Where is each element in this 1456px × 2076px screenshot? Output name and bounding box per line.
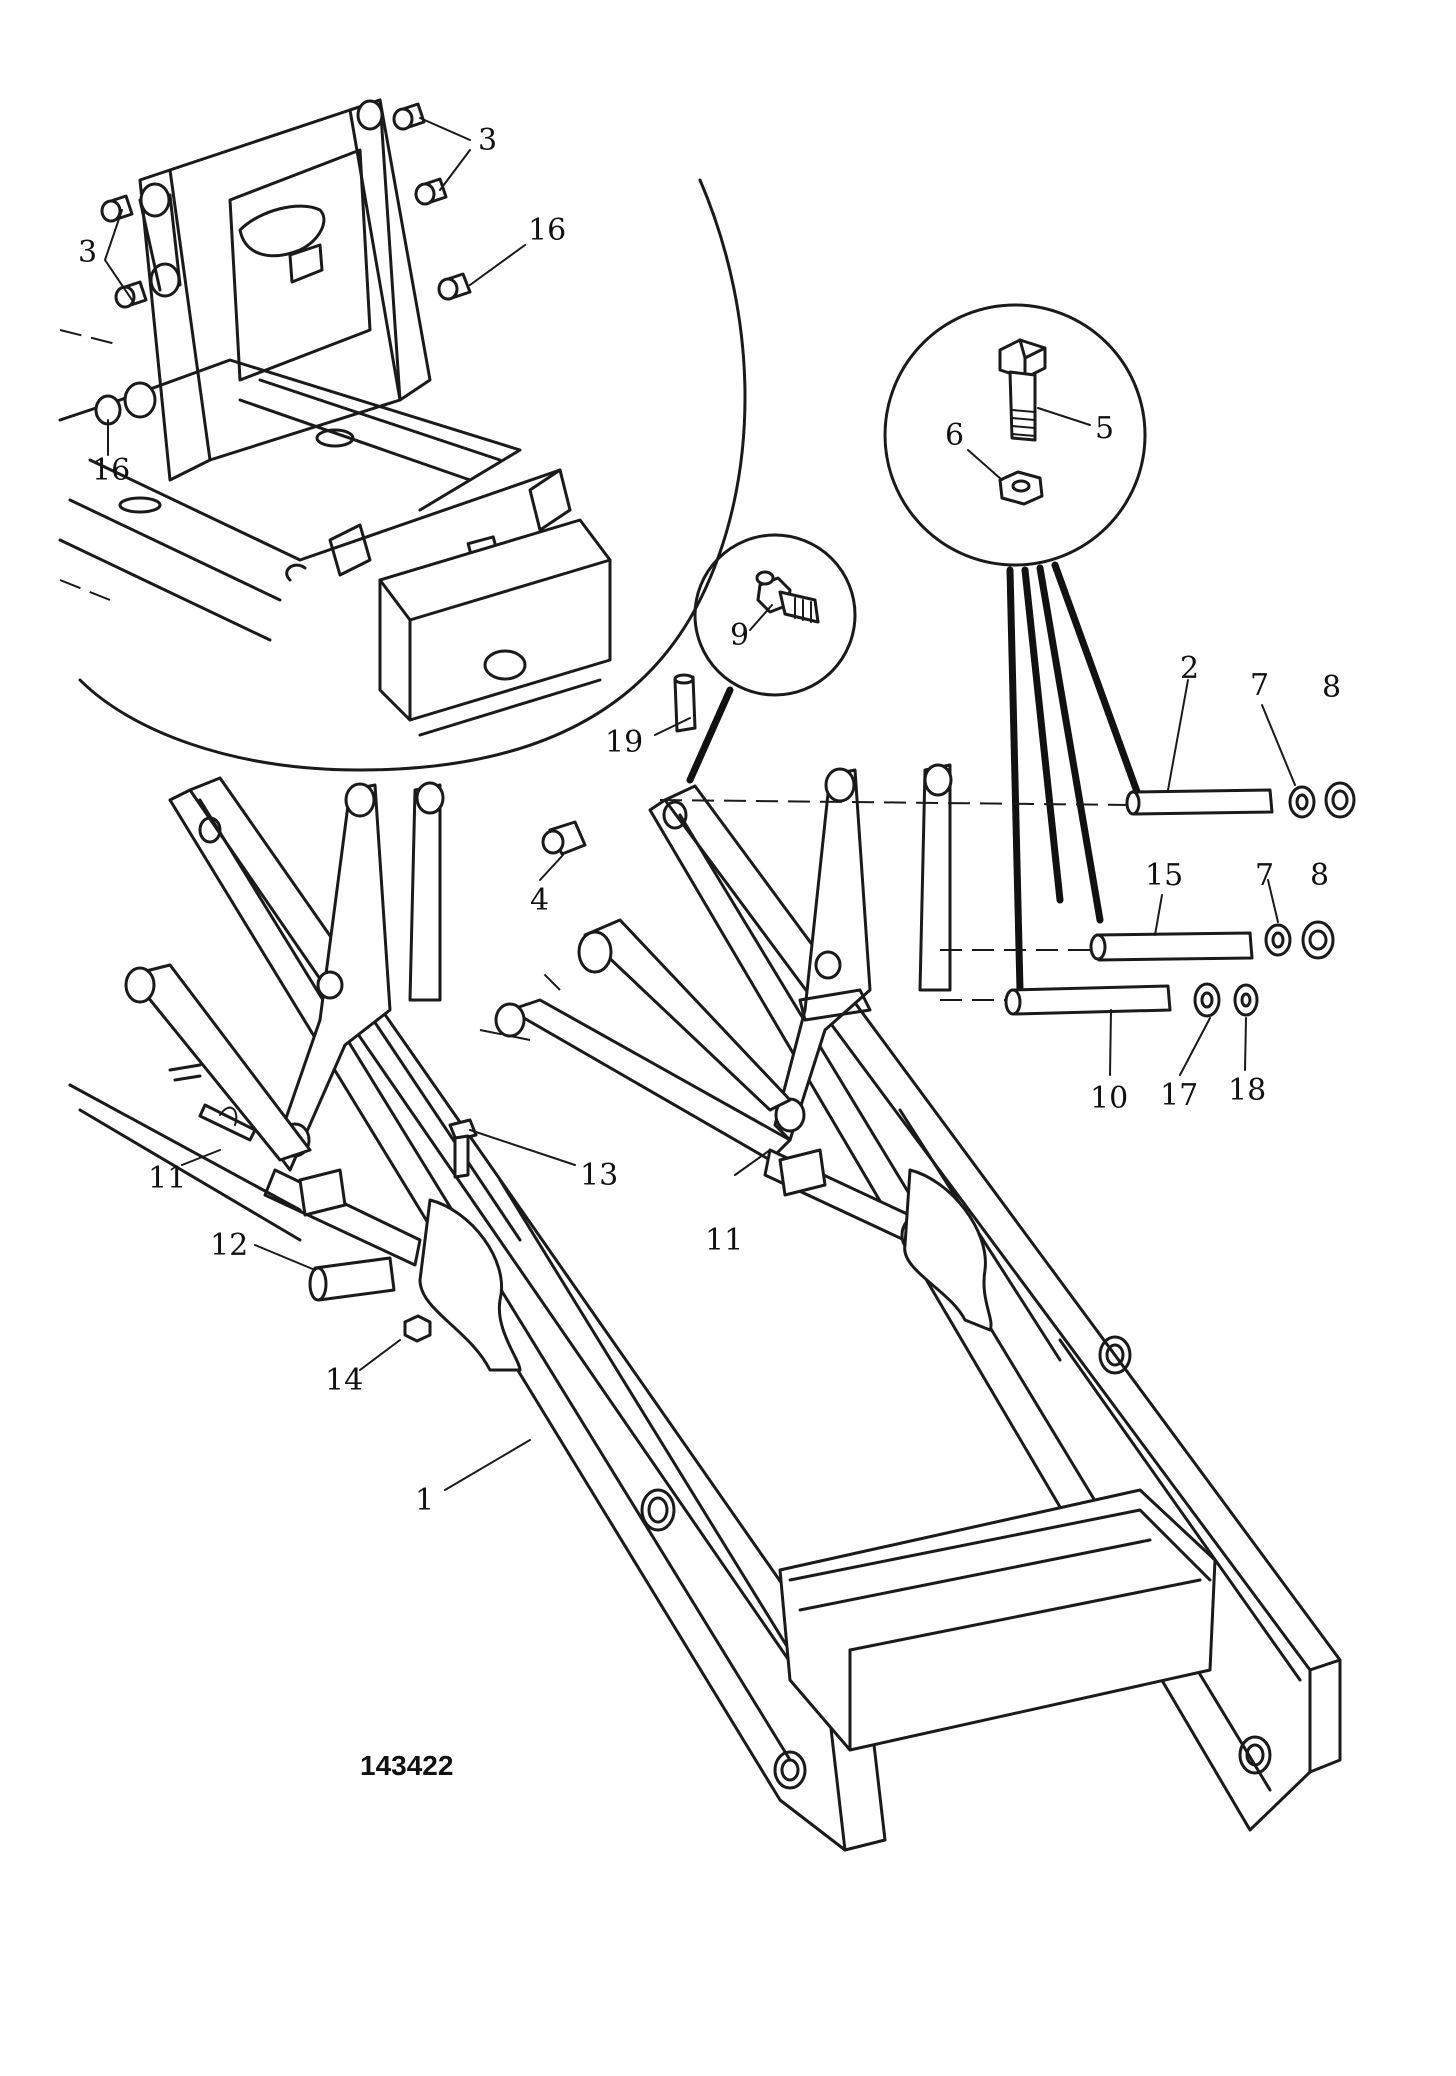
- callout-8-lower: 8: [1310, 858, 1329, 893]
- pin-12: [308, 1256, 396, 1302]
- callout-7-upper: 7: [1250, 668, 1269, 703]
- callout-3-left: 3: [78, 235, 97, 270]
- callout-11-right: 11: [705, 1223, 743, 1258]
- callout-10: 10: [1090, 1081, 1128, 1116]
- washer-7b: [1264, 923, 1292, 957]
- bush-16-parts: [437, 272, 472, 301]
- washer-18: [1233, 983, 1259, 1017]
- collar-8a: [1324, 781, 1356, 819]
- callout-7-lower: 7: [1255, 858, 1274, 893]
- callout-4: 4: [530, 883, 549, 918]
- callout-17: 17: [1160, 1078, 1198, 1113]
- bush-3-parts: [100, 102, 448, 309]
- callout-6: 6: [945, 418, 964, 453]
- callout-9: 9: [730, 618, 749, 653]
- frame-inset: [58, 98, 747, 772]
- callout-13: 13: [580, 1158, 618, 1193]
- grease-nipple-detail: [686, 533, 857, 784]
- callout-3-right: 3: [478, 123, 497, 158]
- callout-16-left: 16: [92, 453, 130, 488]
- washer-7a: [1288, 785, 1316, 819]
- pin-2: [1125, 788, 1274, 816]
- bush-4: [541, 820, 587, 856]
- washer-17: [1193, 982, 1221, 1018]
- callout-2: 2: [1180, 651, 1199, 686]
- callout-12: 12: [210, 1228, 248, 1263]
- callout-11-left: 11: [148, 1161, 186, 1196]
- callout-18: 18: [1228, 1073, 1266, 1108]
- callout-1: 1: [415, 1483, 434, 1518]
- bolt-detail-circle: [883, 303, 1147, 994]
- callout-16-right: 16: [528, 213, 566, 248]
- pin-10: [1004, 984, 1172, 1016]
- loader-arm-assembly: [68, 673, 1356, 1852]
- bolt-13: [448, 1118, 478, 1179]
- callout-15: 15: [1145, 858, 1183, 893]
- collar-8b: [1301, 920, 1335, 960]
- dowel-19: [673, 673, 697, 733]
- callout-5: 5: [1095, 411, 1114, 446]
- nut-14: [403, 1314, 432, 1343]
- callout-14: 14: [325, 1363, 363, 1398]
- callout-19: 19: [605, 725, 643, 760]
- pin-15: [1089, 931, 1254, 962]
- callout-8-upper: 8: [1322, 670, 1341, 705]
- drawing-reference-number: 143422: [360, 1750, 453, 1781]
